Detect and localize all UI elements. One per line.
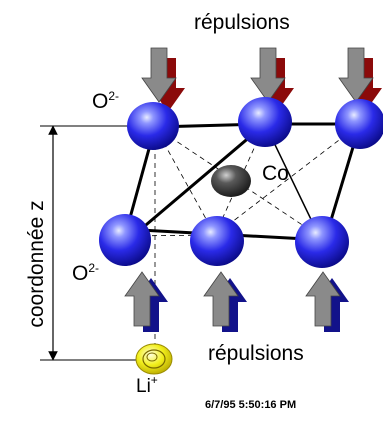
oxygen-sphere-bottom-left (99, 214, 151, 266)
repulsion-arrow-bottom-2 (203, 271, 247, 332)
repulsions-label-bottom: répulsions (208, 342, 304, 365)
z-coordinate-label: coordonnée z (25, 200, 48, 328)
repulsions-label-top: répulsions (194, 11, 290, 34)
oxygen-sphere-top-right (335, 99, 383, 149)
cobalt-label: Co (262, 162, 289, 185)
repulsion-arrow-top-1 (141, 47, 185, 112)
oxygen-sphere-top-left (127, 102, 179, 150)
repulsion-arrow-bottom-3 (305, 271, 349, 332)
repulsion-arrow-bottom-1 (124, 271, 168, 332)
lithium-label: Li+ (136, 373, 158, 397)
oxygen-sphere-top-middle (238, 97, 292, 147)
timestamp: 6/7/95 5:50:16 PM (205, 399, 297, 411)
oxygen-label-top: O2- (92, 89, 120, 113)
oxygen-sphere-bottom-right (295, 216, 349, 268)
oxygen-label-bottom: O2- (72, 261, 100, 285)
cobalt-sphere (211, 165, 251, 197)
repulsion-arrow-top-3 (338, 47, 382, 112)
lithium-ion (135, 343, 173, 375)
oxygen-sphere-bottom-middle (190, 216, 244, 266)
